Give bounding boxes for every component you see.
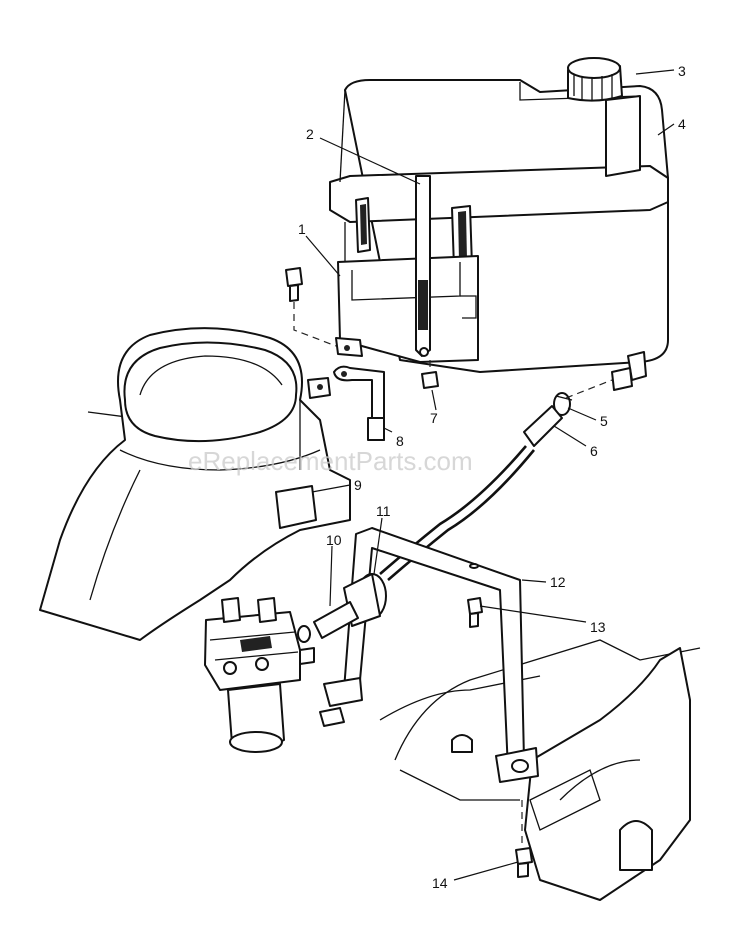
support-bracket [333, 365, 385, 441]
bracket-bolt [467, 597, 483, 628]
engine-shroud [39, 327, 351, 641]
frame-bolt [515, 800, 533, 878]
callout-12: 12 [550, 574, 566, 590]
callout-2: 2 [306, 126, 314, 142]
mounting-bolt [285, 267, 337, 347]
hose-bracket [319, 527, 539, 783]
fuel-cap [567, 57, 623, 102]
callout-8: 8 [396, 433, 404, 449]
mower-frame [379, 639, 701, 901]
fuel-filter [523, 379, 613, 447]
watermark-text: eReplacementParts.com [188, 446, 473, 476]
callout-labels: 2 3 4 1 5 6 7 8 9 10 11 12 13 14 [298, 63, 686, 891]
callout-6: 6 [590, 443, 598, 459]
flange-nut [421, 360, 439, 389]
callout-1: 1 [298, 221, 306, 237]
decal-plate [275, 485, 317, 529]
hose-clamp [553, 392, 573, 416]
tank-mounting-plate [335, 255, 479, 363]
callout-5: 5 [600, 413, 608, 429]
fuel-hose-segment [297, 601, 359, 643]
carburetor [204, 597, 315, 753]
callout-3: 3 [678, 63, 686, 79]
callout-9: 9 [354, 477, 362, 493]
callout-4: 4 [678, 116, 686, 132]
callout-10: 10 [326, 532, 342, 548]
callout-11: 11 [376, 503, 391, 519]
callout-7: 7 [430, 410, 438, 426]
callout-14: 14 [432, 875, 448, 891]
leader-lines [305, 69, 675, 881]
callout-13: 13 [590, 619, 606, 635]
tank-strap [415, 175, 431, 357]
